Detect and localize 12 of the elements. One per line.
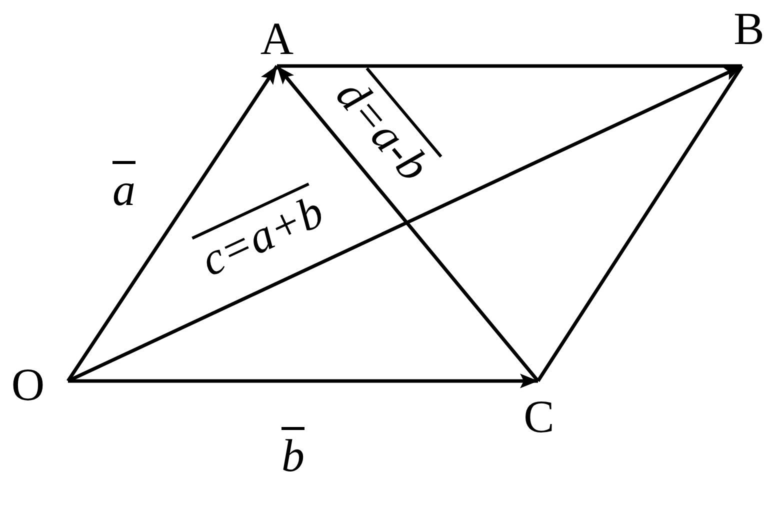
vector-label: b — [282, 430, 304, 482]
vector-label: c=a+b — [192, 186, 331, 286]
vector-label: a — [112, 164, 136, 216]
arrow — [68, 374, 538, 388]
arrow — [66, 65, 278, 382]
arrow — [276, 64, 540, 382]
vertex-label: A — [260, 16, 294, 62]
line — [536, 65, 744, 382]
line — [277, 64, 742, 68]
vertex-label: B — [734, 6, 764, 52]
vertex-label: C — [524, 394, 554, 440]
vertex-label: O — [11, 362, 45, 408]
